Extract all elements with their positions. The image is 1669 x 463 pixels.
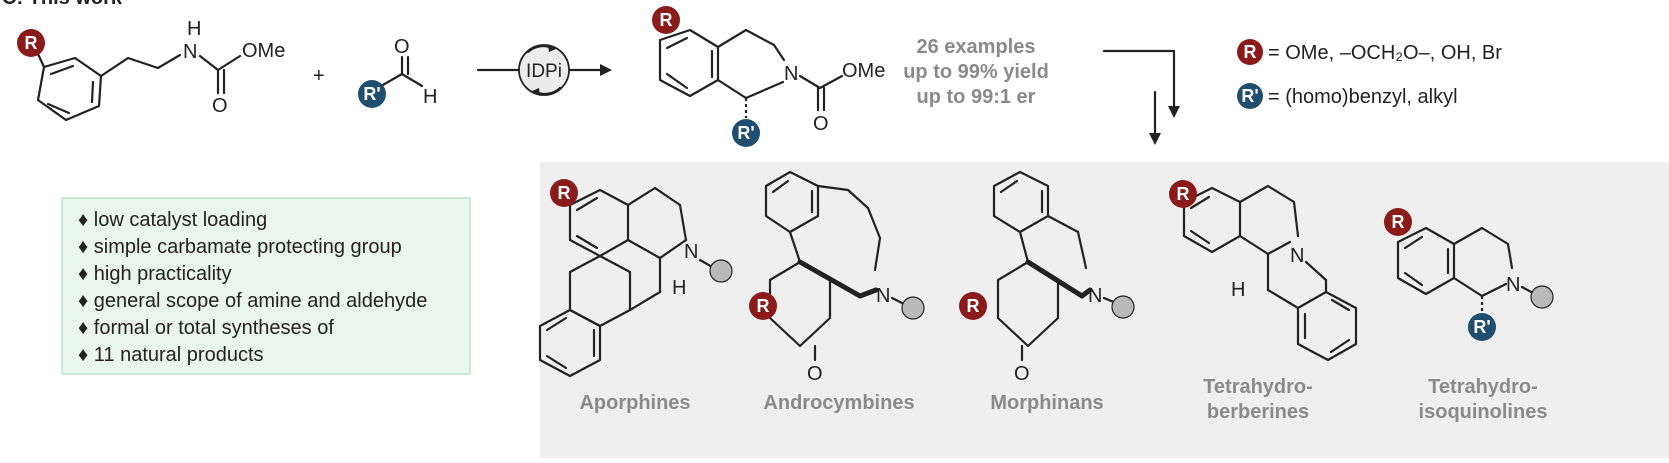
R-badge: R <box>17 29 45 57</box>
aporphine-structure: N H R <box>538 179 733 378</box>
benzene-ring <box>36 56 103 122</box>
stat-yield: up to 99% yield <box>903 61 1049 83</box>
atom-N: N <box>183 41 197 63</box>
atom-O: O <box>212 95 228 117</box>
connector-arrows <box>1102 49 1180 145</box>
morphinan-N: N <box>1088 285 1102 307</box>
aporphine-N: N <box>684 241 698 263</box>
svg-text:R: R <box>757 296 770 316</box>
svg-text:R: R <box>660 10 673 30</box>
aldehyde-O: O <box>394 36 410 58</box>
class-label-tetrahydroisoquinolines-2: isoquinolines <box>1419 401 1548 423</box>
svg-text:R: R <box>25 33 38 53</box>
morphinan-structure: O N R <box>959 170 1135 385</box>
svg-text:R: R <box>558 183 571 203</box>
atom-OMe: OMe <box>242 40 285 62</box>
svg-text:R: R <box>1392 212 1405 232</box>
product-OMe: OMe <box>842 60 885 82</box>
androcymbine-structure: O N R <box>749 170 925 385</box>
stat-examples: 26 examples <box>917 36 1036 58</box>
product-N: N <box>784 63 798 85</box>
class-label-tetrahydroisoquinolines-1: Tetrahydro- <box>1428 376 1538 398</box>
svg-text:R': R' <box>1473 317 1490 337</box>
aporphine-H: H <box>672 277 686 299</box>
natural-products-panel <box>540 162 1669 458</box>
tetrahydroisoquinoline-structure: N R R' <box>1384 208 1554 341</box>
feature-item: ♦ general scope of amine and aldehyde <box>78 290 427 312</box>
thiq-N: N <box>1506 274 1520 296</box>
androcymbine-O: O <box>807 363 823 385</box>
R-definition: R = OMe, –OCH₂O–, OH, Br <box>1237 39 1502 65</box>
R-prime-definition: R' = (homo)benzyl, alkyl <box>1237 83 1458 109</box>
svg-text:R': R' <box>1241 86 1258 106</box>
androcymbine-N: N <box>876 285 890 307</box>
berberine-H: H <box>1231 279 1245 301</box>
feature-item: ♦ simple carbamate protecting group <box>78 236 402 258</box>
class-label-aporphines: Aporphines <box>579 392 690 414</box>
atom-H: H <box>187 18 201 40</box>
R-prime-badge: R' <box>358 80 386 108</box>
class-label-tetrahydroberberines-1: Tetrahydro- <box>1203 376 1313 398</box>
plus-sign: + <box>313 65 325 87</box>
catalyst-label: IDPi <box>526 61 562 82</box>
morphinan-O: O <box>1014 363 1030 385</box>
aldehyde: O H <box>379 36 437 108</box>
product-R-badge: R <box>652 6 680 34</box>
class-label-tetrahydroberberines-2: berberines <box>1207 401 1309 423</box>
class-label-androcymbines: Androcymbines <box>763 392 914 414</box>
scheme-header: C: This work <box>2 0 123 9</box>
reaction-stats: 26 examples up to 99% yield up to 99:1 e… <box>903 36 1049 108</box>
product-O: O <box>813 113 829 135</box>
class-label-morphinans: Morphinans <box>990 392 1103 414</box>
starting-carbamate: N H O OMe <box>36 18 285 122</box>
reaction-arrow: IDPi <box>476 44 612 96</box>
svg-text:R': R' <box>737 123 754 143</box>
svg-text:R: R <box>967 296 980 316</box>
R-definition-text: = OMe, –OCH₂O–, OH, Br <box>1268 42 1502 64</box>
stat-er: up to 99:1 er <box>917 86 1036 108</box>
aldehyde-H: H <box>423 86 437 108</box>
feature-item: ♦ 11 natural products <box>78 344 264 366</box>
tetrahydroberberine-structure: N H R <box>1169 180 1358 362</box>
berberine-N: N <box>1290 245 1304 267</box>
feature-item: ♦ formal or total syntheses of <box>78 317 334 339</box>
feature-item: ♦ low catalyst loading <box>78 209 267 231</box>
product-thiq: N O OMe <box>658 28 885 135</box>
feature-item: ♦ high practicality <box>78 263 232 285</box>
svg-text:R: R <box>1244 42 1257 62</box>
R-prime-definition-text: = (homo)benzyl, alkyl <box>1268 86 1458 108</box>
svg-text:R': R' <box>363 84 380 104</box>
product-R-prime-badge: R' <box>732 119 760 147</box>
feature-box: ♦ low catalyst loading ♦ simple carbamat… <box>61 197 471 375</box>
svg-text:R: R <box>1177 184 1190 204</box>
